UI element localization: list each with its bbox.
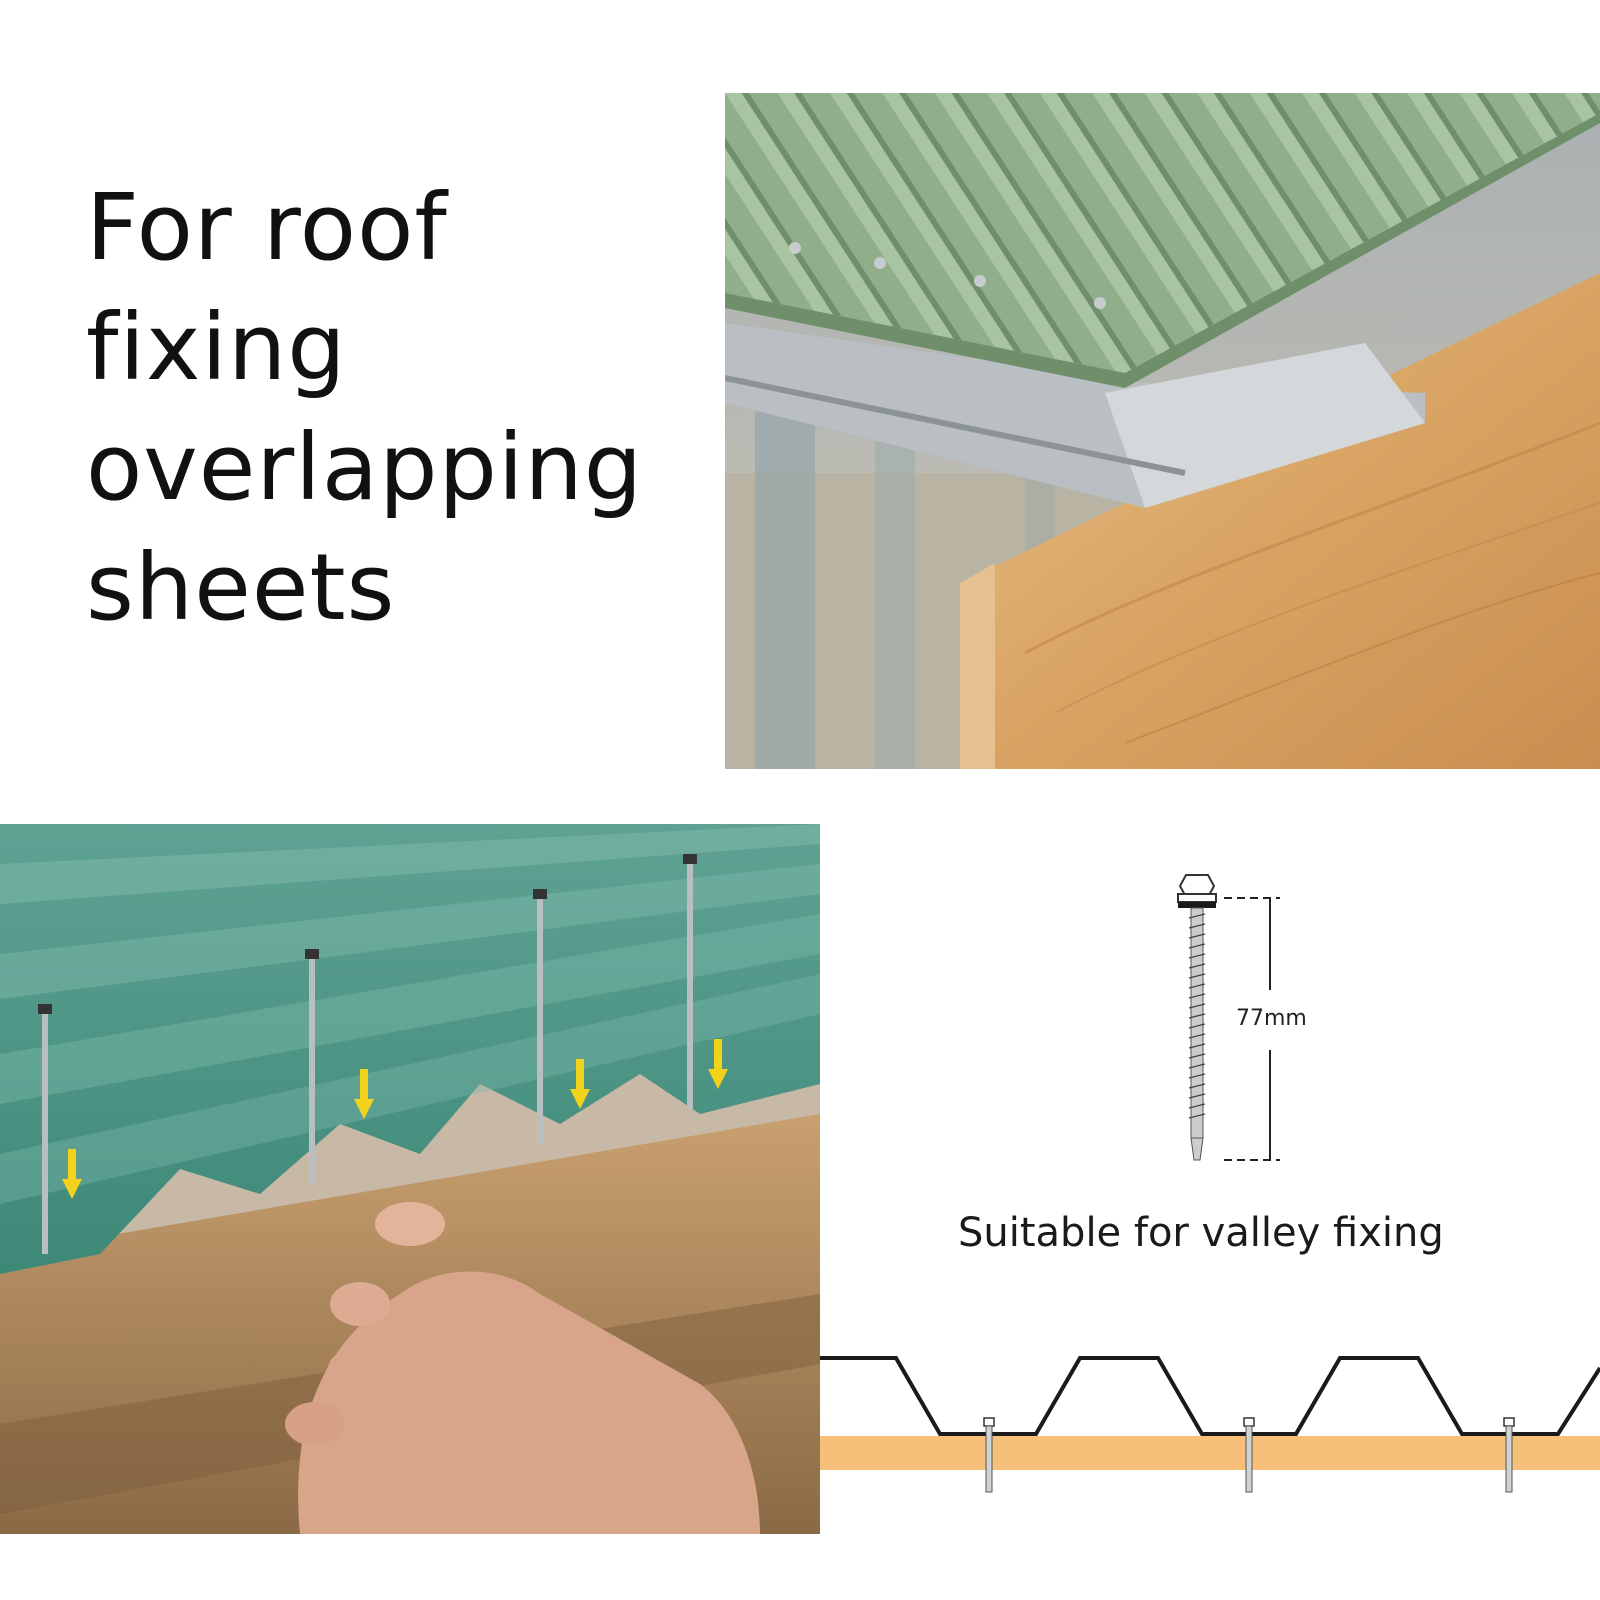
headline-line-2: fixing (86, 294, 347, 401)
valley-fixing-caption: Suitable for valley fixing (958, 1210, 1444, 1256)
screw-dimension-diagram (1160, 870, 1310, 1170)
screw-2 (305, 949, 319, 1184)
screw-4 (683, 854, 697, 1109)
screws-install-photo (0, 824, 820, 1534)
valley-fixing-profile-diagram (820, 1340, 1600, 1510)
headline: For roof fixing overlapping sheets (86, 168, 686, 648)
headline-line-4: sheets (86, 534, 396, 641)
profile-drawing (820, 1356, 1600, 1493)
profile-screw-1 (983, 1417, 995, 1493)
profile-screw-3 (1503, 1417, 1515, 1493)
screw-1 (38, 1004, 52, 1254)
roof-purlin-illustration (725, 93, 1600, 769)
screw-3 (533, 889, 547, 1144)
screws-install-illustration (0, 824, 820, 1534)
profile-screw-2 (1243, 1417, 1255, 1493)
headline-line-3: overlapping (86, 414, 644, 521)
roof-purlin-photo (725, 93, 1600, 769)
length-label: 77mm (1236, 1006, 1307, 1031)
screw-drawing (1177, 874, 1280, 1161)
headline-line-1: For roof (86, 174, 448, 281)
